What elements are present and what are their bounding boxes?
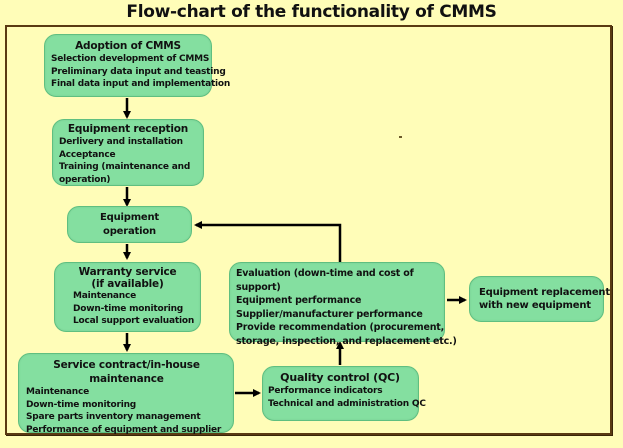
box-line: Derlivery and installation	[59, 137, 183, 147]
box-line: Down-time monitoring	[73, 303, 184, 314]
box-line: Provide recommendation (procurement,	[236, 322, 445, 333]
box-line: Equipment replacement	[479, 287, 610, 298]
box-line: Selection development of CMMS	[51, 54, 210, 64]
box-line: Maintenance	[73, 291, 137, 301]
box-heading: Quality control (QC)	[280, 371, 400, 384]
box-line: Equipment performance	[236, 295, 362, 306]
box-heading: Equipment operation	[100, 211, 159, 237]
box-line: with new equipment	[479, 300, 591, 311]
box-evaluation: Evaluation (down-time and cost of suppor…	[229, 262, 457, 347]
box-line: Spare parts inventory management	[26, 412, 201, 422]
box-warranty-service: Warranty service (if available) Maintena…	[54, 262, 201, 332]
box-line: Technical and administration QC	[268, 398, 426, 409]
box-line: storage, inspection, and replacement etc…	[236, 335, 457, 347]
arrow-evaluation-to-operation	[194, 221, 342, 262]
box-line: Maintenance	[26, 387, 90, 397]
box-heading: Warranty service	[78, 266, 177, 278]
box-equipment-operation: Equipment operation	[67, 206, 192, 243]
box-line: Performance of equipment and supplier	[26, 424, 222, 435]
box-equipment-reception: Equipment reception Derlivery and instal…	[52, 119, 204, 186]
box-line: operation)	[59, 174, 111, 185]
box-heading: Adoption of CMMS	[75, 40, 181, 52]
box-line: Performance indicators	[268, 386, 383, 396]
box-line: Acceptance	[59, 149, 116, 160]
box-service-contract: Service contract/in-house maintenance Ma…	[18, 353, 234, 435]
chart-title: Flow-chart of the functionality of CMMS	[126, 2, 497, 22]
box-heading: Evaluation (down-time and cost of suppor…	[236, 268, 414, 293]
box-quality-control: Quality control (QC) Performance indicat…	[262, 366, 426, 421]
box-line: Down-time monitoring	[26, 399, 137, 410]
box-heading: Equipment reception	[67, 123, 189, 135]
box-line: Supplier/manufacturer performance	[236, 308, 423, 320]
box-equipment-replacement: Equipment replacement with new equipment	[469, 276, 610, 322]
diagram-frame	[5, 25, 612, 435]
box-adoption-of-cmms: Adoption of CMMS Selection development o…	[44, 34, 231, 97]
box-heading: Service contract/in-house maintenance	[53, 359, 200, 385]
box-line: Final data input and implementation	[51, 79, 231, 89]
box-line: Training (maintenance and	[59, 162, 191, 172]
box-line: Local support evaluation	[73, 316, 195, 326]
box-line: Preliminary data input and teasting	[51, 66, 226, 77]
stray-mark	[399, 136, 402, 138]
box-subheading: (if available)	[91, 278, 164, 290]
